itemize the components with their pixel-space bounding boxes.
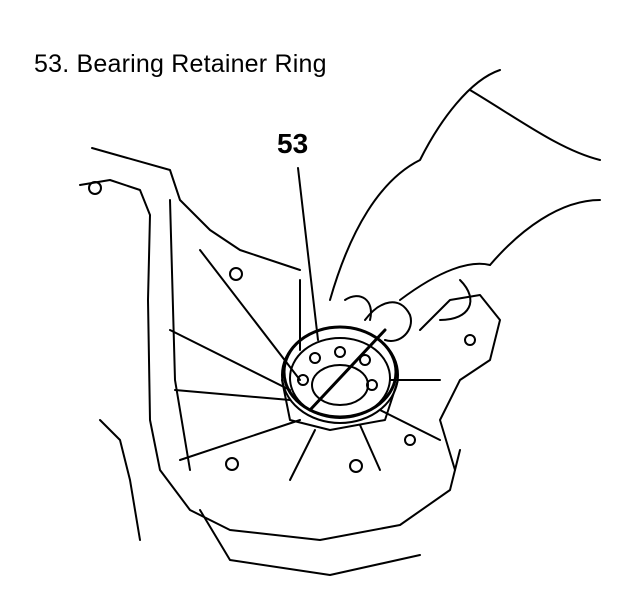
hand-with-tool	[308, 69, 601, 412]
retainer-ring	[282, 325, 398, 419]
part-callout-label: 53	[277, 128, 309, 159]
figure-caption: 53. Bearing Retainer Ring	[34, 50, 327, 78]
transmission-housing	[79, 147, 501, 576]
callout-leader-line	[297, 167, 319, 341]
